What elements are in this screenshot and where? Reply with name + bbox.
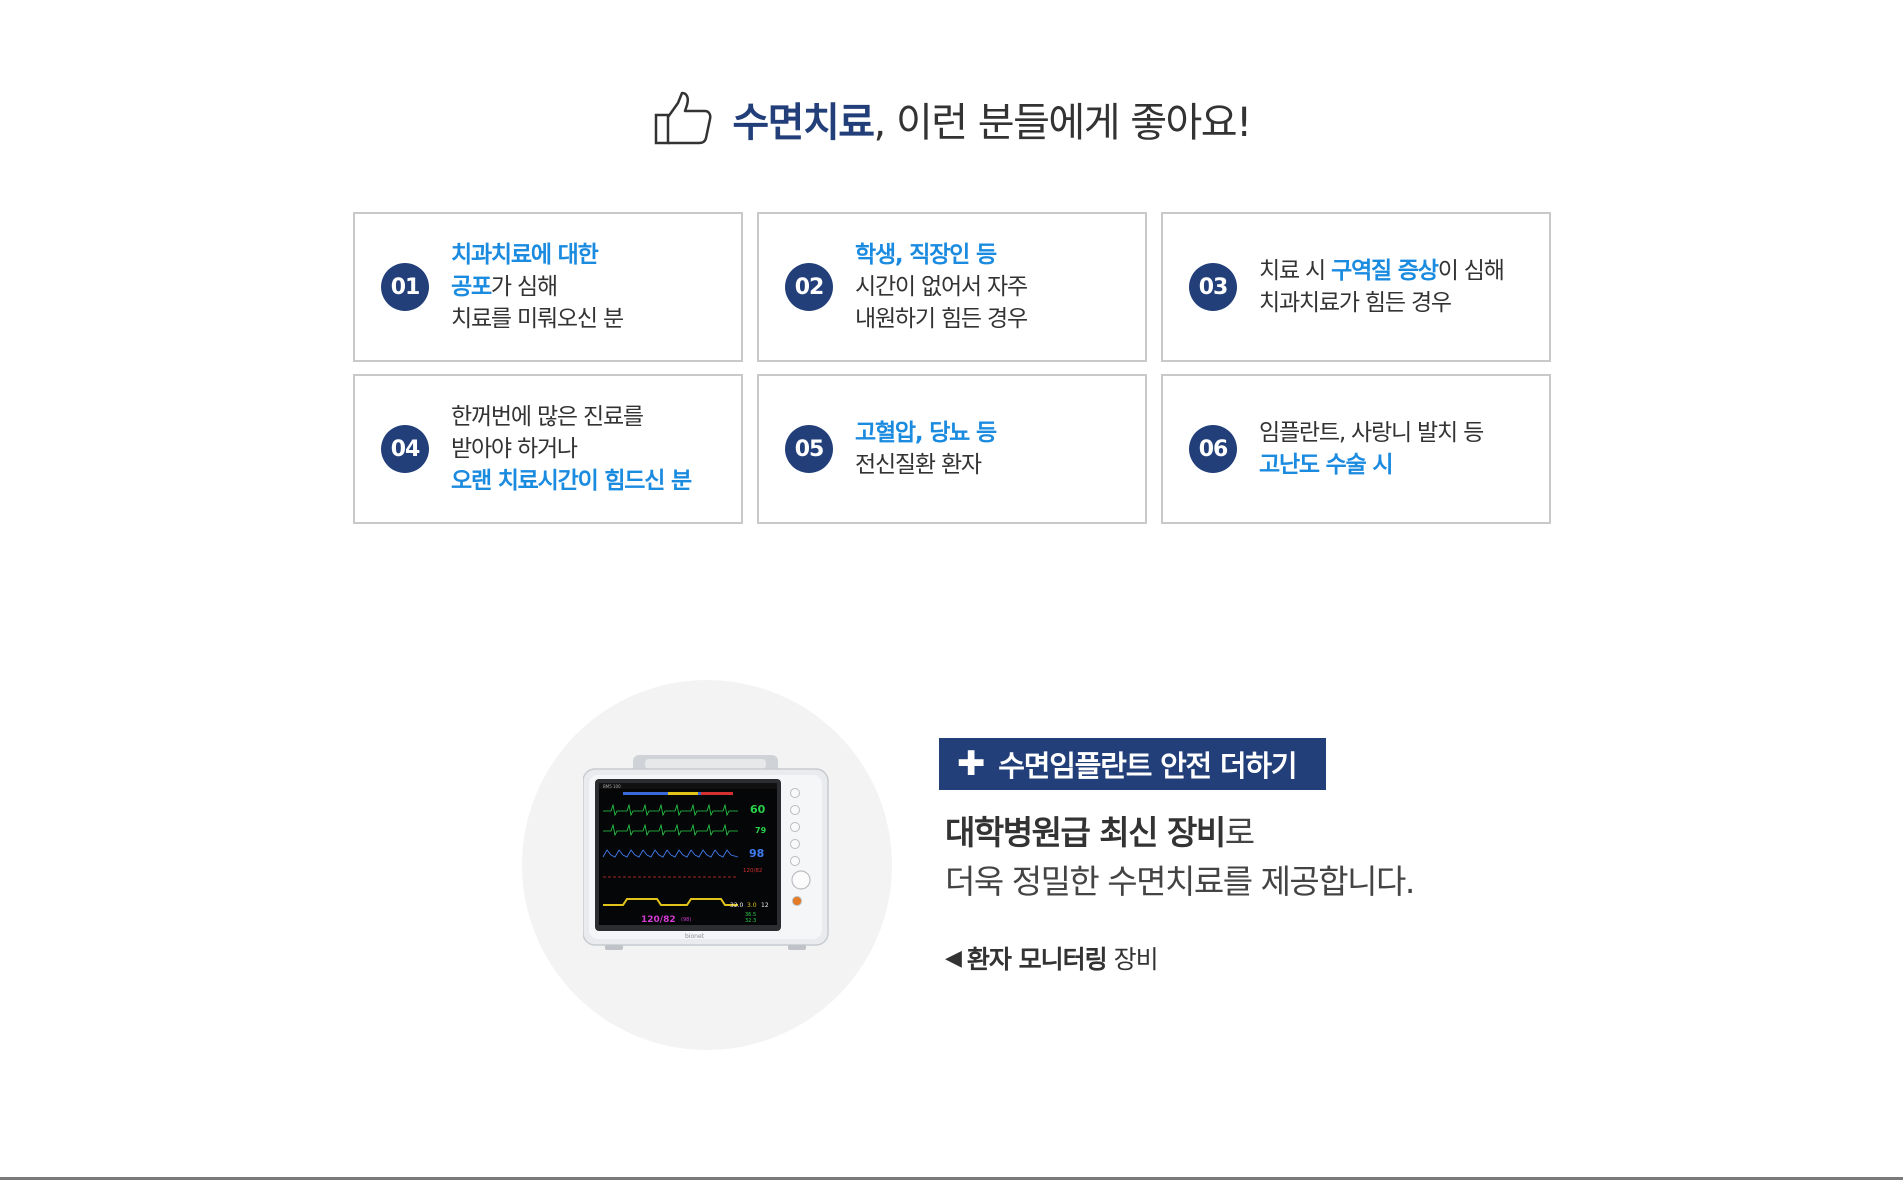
svg-text:(98): (98) [681,917,691,923]
card-text-line: 내원하기 힘든 경우 [855,303,1028,335]
svg-text:BM5 100: BM5 100 [603,784,621,789]
card-text-line: 학생, 직장인 등 [855,239,1027,271]
card-number-badge: 06 [1189,425,1237,473]
plus-icon: ✚ [957,744,986,784]
title-rest: , 이런 분들에게 좋아요! [873,100,1253,146]
card-text-segment: 가 심해 [490,274,558,300]
svg-text:32.0: 32.0 [730,902,744,909]
thumbs-up-icon [655,91,712,145]
svg-text:32.3: 32.3 [745,918,756,924]
card-text-line: 치과치료에 대한 [451,239,623,271]
title-highlight: 수면치료 [732,100,875,146]
card-text-segment: 치료 시 [1259,258,1332,284]
description-line-1: 대학병원급 최신 장비로 [945,808,1414,857]
badge-label: 수면임플란트 안전 더하기 [998,749,1297,783]
card-text-line: 치과치료가 힘든 경우 [1259,287,1504,319]
description-rest: 로 [1224,813,1255,852]
card-text-highlight: 오랜 치료시간이 힘드신 분 [451,468,692,494]
left-triangle-icon: ◀ [945,945,962,971]
image-caption: ◀ 환자 모니터링 장비 [939,940,1414,976]
card-text-segment: 치료를 미뤄오신 분 [451,306,624,332]
svg-text:60: 60 [750,803,766,816]
card-text-segment: 이 심해 [1437,258,1505,284]
card-text-line: 받아야 하거나 [451,433,691,465]
svg-text:79: 79 [755,826,767,835]
svg-text:120/82: 120/82 [743,868,762,874]
card-text-highlight: 고난도 수술 시 [1259,452,1394,478]
card-text-segment: 임플란트, 사랑니 발치 등 [1259,420,1484,446]
svg-text:3.0: 3.0 [747,902,757,909]
bottom-divider [0,1177,1903,1180]
svg-text:bionet: bionet [685,933,705,940]
equipment-description: 대학병원급 최신 장비로 더욱 정밀한 수면치료를 제공합니다. [939,808,1415,906]
card-text-line: 한꺼번에 많은 진료를 [451,401,691,433]
card-text-segment: 전신질환 환자 [855,452,982,478]
card-number-badge: 04 [381,425,429,473]
patient-monitor-image: BM5 100 60 79 98 120/82 32.0 3.0 12 36.5… [583,755,829,950]
equipment-info: ✚ 수면임플란트 안전 더하기 대학병원급 최신 장비로 더욱 정밀한 수면치료… [939,738,1415,976]
card-text-line: 치료 시 구역질 증상이 심해 [1259,255,1505,287]
card-text-line: 고혈압, 당뇨 등 [855,417,997,449]
svg-text:120/82: 120/82 [641,915,676,925]
card-text-highlight: 공포 [451,274,492,300]
svg-text:12: 12 [761,902,769,909]
card-text-segment: 받아야 하거나 [451,436,578,462]
card-text-segment: 시간이 없어서 자주 [855,274,1028,300]
card-text-line: 공포가 심해 [451,271,623,303]
card-text-segment: 한꺼번에 많은 진료를 [451,404,644,430]
card-number-badge: 01 [381,263,429,311]
section-heading: 수면치료, 이런 분들에게 좋아요! [0,90,1903,148]
card-text-highlight: 고혈압, 당뇨 등 [855,420,997,446]
description-strong: 대학병원급 최신 장비 [945,813,1226,852]
card-text-highlight: 학생, 직장인 등 [855,242,997,268]
svg-text:36.5: 36.5 [745,912,756,918]
card-number-badge: 03 [1189,263,1237,311]
card-text-line: 전신질환 환자 [855,449,996,481]
safety-badge: ✚ 수면임플란트 안전 더하기 [939,738,1327,790]
description-line-2: 더욱 정밀한 수면치료를 제공합니다. [945,862,1415,901]
card-text-line: 오랜 치료시간이 힘드신 분 [451,465,692,497]
card-text-highlight: 치과치료에 대한 [451,242,599,268]
section-title: 수면치료, 이런 분들에게 좋아요! [732,90,1253,148]
caption-rest: 장비 [1106,945,1159,974]
card-number-badge: 05 [785,425,833,473]
caption-strong: 환자 모니터링 [966,945,1108,974]
card-text-segment: 치과치료가 힘든 경우 [1259,290,1452,316]
svg-text:98: 98 [749,847,764,860]
card-text-line: 임플란트, 사랑니 발치 등 [1259,417,1484,449]
card-text-segment: 내원하기 힘든 경우 [855,306,1028,332]
card-text-line: 치료를 미뤄오신 분 [451,303,624,335]
card-text-line: 고난도 수술 시 [1259,449,1483,481]
card-text-line: 시간이 없어서 자주 [855,271,1028,303]
card-number-badge: 02 [785,263,833,311]
card-text-highlight: 구역질 증상 [1331,258,1439,284]
